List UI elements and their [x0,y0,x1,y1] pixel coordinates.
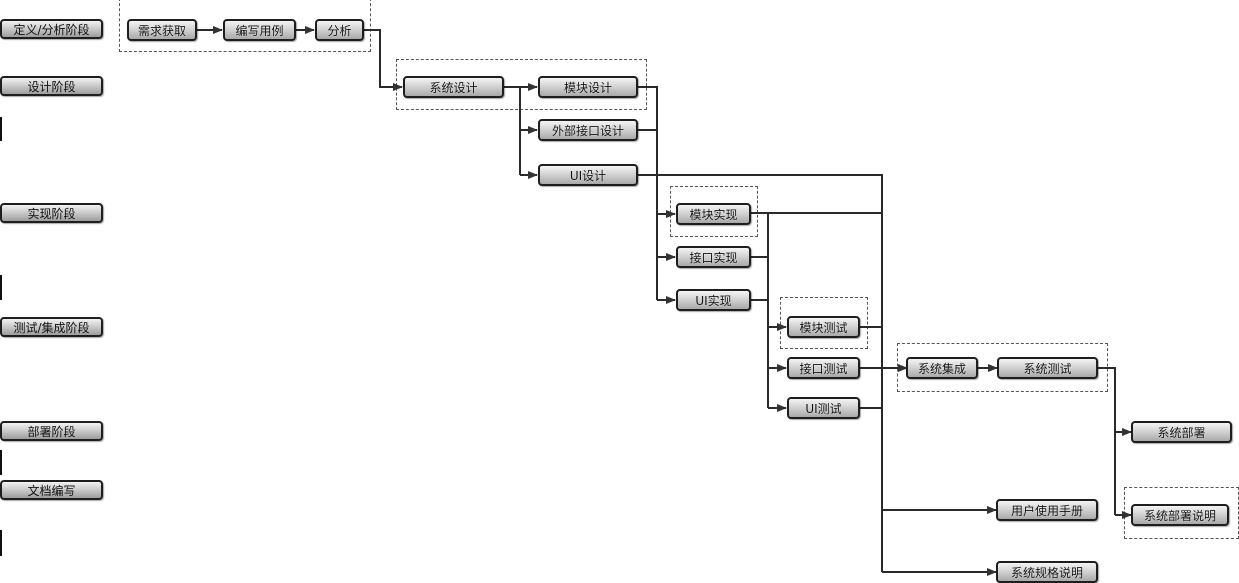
group-analysis [119,0,371,52]
node-module-design: 模块设计 [538,76,638,98]
node-system-testing: 系统测试 [997,357,1098,379]
phase-label-analysis: 定义/分析阶段 [0,19,103,39]
connector-uidesign-right [638,174,883,572]
phase-label-implementation: 实现阶段 [0,203,103,223]
node-write-use-cases: 编写用例 [223,19,296,41]
node-system-deployment: 系统部署 [1131,421,1232,443]
node-system-design: 系统设计 [403,76,504,98]
node-analysis: 分析 [315,19,364,41]
node-ui-testing: UI测试 [787,397,860,419]
connector-systest-deploy-trunk [1098,367,1116,515]
edge-marker [0,530,2,556]
connector-analysis-sysdesign [364,29,403,91]
node-module-implementation: 模块实现 [676,203,751,225]
node-system-integration: 系统集成 [906,357,978,379]
node-deployment-doc: 系统部署说明 [1131,504,1229,526]
node-requirements-gathering: 需求获取 [127,19,197,41]
phase-label-documentation: 文档编写 [0,480,103,500]
node-user-manual: 用户使用手册 [996,499,1098,521]
edge-marker [0,450,2,475]
node-ui-design: UI设计 [538,164,638,186]
node-interface-testing: 接口测试 [787,357,860,379]
node-external-interface-design: 外部接口设计 [538,119,638,141]
edge-marker [0,117,2,141]
node-system-spec: 系统规格说明 [996,561,1098,583]
connector-design-trunk [638,86,658,300]
node-interface-implementation: 接口实现 [676,246,751,268]
node-module-testing: 模块测试 [787,316,860,338]
edge-marker [0,275,2,300]
phase-label-testing: 测试/集成阶段 [0,317,103,337]
node-ui-implementation: UI实现 [676,289,751,311]
phase-label-deployment: 部署阶段 [0,421,103,441]
phase-label-design: 设计阶段 [0,76,103,96]
